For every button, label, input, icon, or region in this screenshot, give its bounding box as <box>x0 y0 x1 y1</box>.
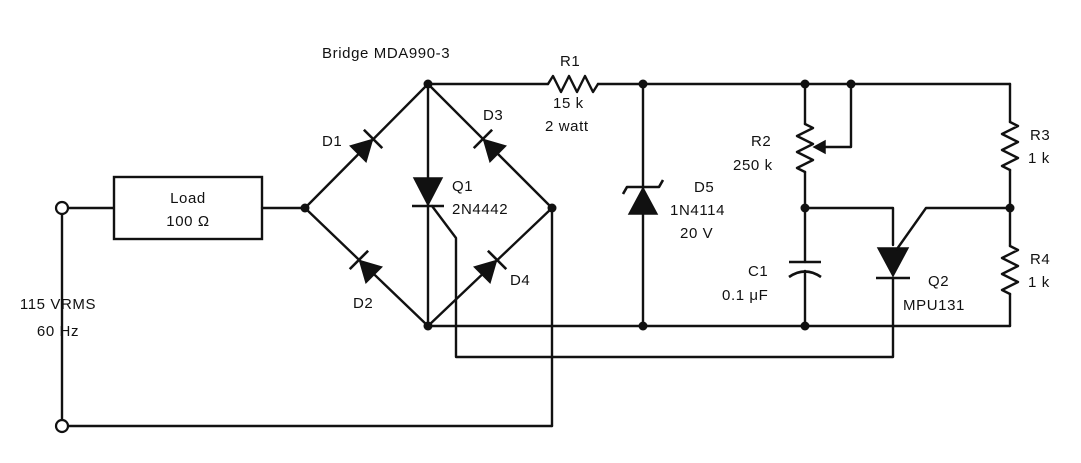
source-voltage-label: 115 VRMS <box>20 296 96 313</box>
diode-d1 <box>349 128 384 163</box>
diode-d2-label: D2 <box>353 295 373 312</box>
resistor-r1 <box>546 74 600 94</box>
zener-d5-ref: D5 <box>694 179 714 196</box>
bridge-title: Bridge MDA990-3 <box>322 45 450 62</box>
resistor-r3-value: 1 k <box>1028 150 1050 167</box>
source-frequency-label: 60 Hz <box>37 323 79 340</box>
load-name: Load <box>170 190 206 207</box>
capacitor-c1-value: 0.1 μF <box>722 287 768 304</box>
diode-d3-label: D3 <box>483 107 503 124</box>
put-q2-ref: Q2 <box>928 273 949 290</box>
potentiometer-r2 <box>795 82 853 213</box>
top-rail <box>426 74 1012 94</box>
zener-d5-part: 1N4114 <box>670 202 725 219</box>
diode-d4 <box>473 249 508 284</box>
resistor-r4-value: 1 k <box>1028 274 1050 291</box>
diode-d4-label: D4 <box>510 272 530 289</box>
scr-q1-part: 2N4442 <box>452 201 508 218</box>
put-q2-part: MPU131 <box>903 297 965 314</box>
scr-q1 <box>412 82 895 359</box>
potentiometer-r2-ref: R2 <box>751 133 771 150</box>
resistor-r3 <box>1000 82 1020 210</box>
resistor-r1-power: 2 watt <box>545 118 589 135</box>
source-terminal-bottom[interactable] <box>54 418 70 434</box>
resistor-r4 <box>1000 206 1020 328</box>
bottom-rail <box>426 321 1012 331</box>
resistor-r4-ref: R4 <box>1030 251 1050 268</box>
zener-d5-voltage: 20 V <box>680 225 713 242</box>
diode-d1-label: D1 <box>322 133 342 150</box>
capacitor-c1-ref: C1 <box>748 263 768 280</box>
scr-q1-ref: Q1 <box>452 178 473 195</box>
resistor-r1-ref: R1 <box>560 53 580 70</box>
resistor-r3-ref: R3 <box>1030 127 1050 144</box>
zener-d5 <box>621 82 665 328</box>
load-value: 100 Ω <box>166 213 209 230</box>
put-q2 <box>803 203 1015 280</box>
ac-source <box>54 200 554 434</box>
source-terminal-top[interactable] <box>54 200 70 216</box>
diode-d3 <box>472 128 507 163</box>
resistor-r1-value: 15 k <box>553 95 584 112</box>
diode-d2 <box>348 249 383 284</box>
capacitor-c1 <box>788 206 822 328</box>
potentiometer-r2-value: 250 k <box>733 157 773 174</box>
load-resistor <box>112 175 310 241</box>
